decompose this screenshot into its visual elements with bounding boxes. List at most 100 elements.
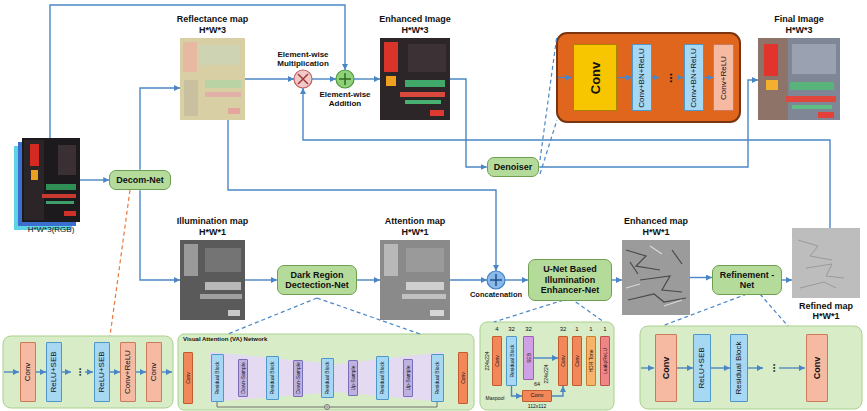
block-text-holder: Conv bbox=[531, 393, 544, 399]
connector-arrow bbox=[617, 77, 632, 78]
block-text-holder: Residual Block bbox=[215, 361, 220, 394]
network-panel: Visual Attention (VA) NetworkConvResidua… bbox=[178, 334, 474, 410]
block-text-holder: Conv bbox=[813, 357, 822, 380]
layer-block: Up-Sample bbox=[403, 359, 413, 397]
label-holder: 4 bbox=[495, 326, 498, 332]
layer-block: HDR Tone bbox=[586, 336, 596, 386]
image-title: Reflectance map bbox=[177, 14, 249, 24]
connector-arrow bbox=[357, 279, 380, 280]
operator-caption: Concatenation bbox=[456, 291, 536, 300]
image-caption: Final ImageH*W*3 bbox=[774, 14, 824, 35]
connector-arrow bbox=[354, 78, 380, 79]
layer-block: Conv+BN+ReLU bbox=[684, 44, 704, 111]
final-photo bbox=[758, 38, 840, 120]
block-text-holder: Residual Block bbox=[270, 361, 275, 394]
operator-circle: Element-wise Addition bbox=[336, 70, 354, 88]
block-text-holder: Conv+ReLU bbox=[720, 56, 728, 100]
layer-block: Up-Sample bbox=[348, 360, 358, 396]
connector-arrow bbox=[782, 279, 792, 280]
enhanced-photo bbox=[380, 38, 450, 120]
layer-block: ReLU+SEB bbox=[46, 342, 62, 402]
layer-block: Residual Block bbox=[431, 354, 444, 402]
layer-block: Conv bbox=[573, 44, 617, 111]
block-text-holder: Residual Block bbox=[735, 342, 743, 395]
image-panel: Refined mapH*W*1 bbox=[792, 228, 860, 298]
layer-block: Conv+ReLU bbox=[713, 44, 734, 111]
image-panel: Final ImageH*W*3 bbox=[758, 38, 840, 120]
connector-arrow bbox=[140, 88, 180, 170]
label-holder: Maxpool bbox=[486, 396, 505, 401]
block-label: Conv bbox=[149, 363, 158, 382]
process-box: Dark Region Dectection-Net bbox=[277, 265, 357, 296]
operator-circle: Concatenation bbox=[487, 271, 505, 289]
block-label: Down-Sample bbox=[295, 362, 301, 393]
operator-label: Concatenation bbox=[456, 291, 536, 300]
layer-block: Conv bbox=[572, 336, 582, 386]
image-title: Attention map bbox=[385, 216, 446, 226]
block-label: Conv bbox=[560, 355, 566, 367]
connector-arrow bbox=[677, 367, 693, 368]
block-text-holder: Conv+BN+ReLU bbox=[638, 48, 646, 108]
layer-block: Residual Block bbox=[321, 358, 334, 398]
block-label: Conv bbox=[185, 372, 191, 384]
label-holder: 224x224 bbox=[485, 351, 490, 370]
detail-panels bbox=[3, 33, 862, 410]
block-label: Residual Block bbox=[379, 361, 385, 394]
dimension-label: H*W*3 bbox=[379, 25, 451, 35]
connector-arrow bbox=[303, 88, 830, 228]
image-caption: H*W*3(RGB) bbox=[28, 225, 75, 234]
connector-arrow bbox=[512, 386, 523, 396]
layer-block: Conv bbox=[558, 336, 568, 386]
label-holder: 1 bbox=[603, 326, 606, 332]
dimension-label: H*W*1 bbox=[385, 227, 446, 237]
layer-block: Conv bbox=[655, 334, 677, 402]
process-label: Denoiser bbox=[494, 162, 533, 172]
block-label: Residual Block bbox=[508, 344, 514, 377]
block-label: Conv bbox=[460, 372, 466, 384]
annotation-label: ... bbox=[765, 363, 777, 372]
layer-block: Conv bbox=[492, 336, 502, 386]
block-label: Down-Sample bbox=[240, 362, 246, 393]
connector-arrow bbox=[552, 386, 563, 396]
annotation-label: ... bbox=[72, 368, 83, 376]
connector-arrow bbox=[312, 78, 336, 79]
block-text-holder: SEB bbox=[526, 353, 531, 363]
block-label: Conv bbox=[812, 357, 822, 380]
illumination-photo bbox=[180, 240, 245, 320]
image-caption: Illumination mapH*W*1 bbox=[177, 216, 249, 237]
block-text-holder: Up-Sample bbox=[406, 365, 411, 390]
process-box: Decom-Net bbox=[109, 170, 171, 190]
block-text-holder: Residual Block bbox=[509, 344, 514, 377]
layer-block: Residual Block bbox=[266, 356, 279, 400]
block-text-holder: ReLU+SEB bbox=[50, 351, 58, 392]
block-text-holder: Conv bbox=[186, 372, 191, 384]
image-caption: Reflectance mapH*W*3 bbox=[177, 14, 249, 35]
process-label: Refinement -Net bbox=[719, 270, 775, 291]
label-holder: 112x112 bbox=[528, 404, 546, 409]
connector-arrow bbox=[704, 77, 713, 78]
block-text-holder: Up-Sample bbox=[351, 365, 356, 390]
image-title: Refined map bbox=[799, 301, 853, 311]
layer-block: Conv bbox=[183, 352, 193, 404]
attention-photo bbox=[380, 240, 450, 320]
annotation-label: 224x224 bbox=[543, 364, 549, 383]
process-label: Decom-Net bbox=[116, 175, 164, 185]
block-label: ReLU+SEB bbox=[49, 351, 58, 392]
layer-block: Conv bbox=[458, 352, 468, 404]
block-text-holder: Conv+ReLU bbox=[124, 350, 132, 394]
process-box: U-Net Based Illumination Enhancer-Net bbox=[528, 259, 612, 300]
annotation-label: 32 bbox=[560, 326, 567, 332]
process-label: U-Net Based Illumination Enhancer-Net bbox=[535, 264, 605, 295]
block-label: Conv+ReLU bbox=[719, 56, 728, 100]
panel-arrows bbox=[4, 78, 805, 373]
connector-arrow bbox=[711, 367, 730, 368]
enhanced-map-photo bbox=[622, 240, 690, 315]
label-holder: 32 bbox=[525, 326, 532, 332]
operator-label: Element-wise Multiplication bbox=[267, 50, 339, 68]
layer-block: SEB bbox=[523, 336, 534, 380]
label-holder: ... bbox=[766, 363, 777, 372]
annotation-label: Maxpool bbox=[486, 395, 505, 401]
layer-block: Residual Block bbox=[211, 354, 224, 402]
block-text-holder: Residual Block bbox=[380, 361, 385, 394]
image-caption: Enhanced ImageH*W*3 bbox=[379, 14, 451, 35]
